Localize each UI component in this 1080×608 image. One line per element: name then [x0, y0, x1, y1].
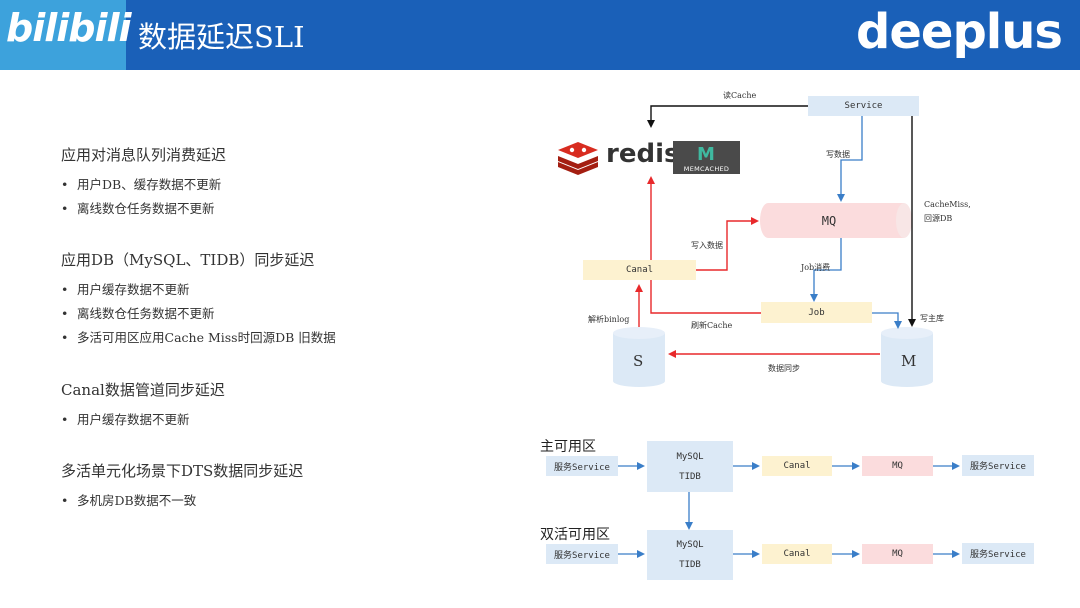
- service-box: Service: [808, 96, 919, 116]
- deeplus-logo: deeplus: [855, 4, 1063, 60]
- job-box: Job: [761, 302, 872, 323]
- redis-logo-text: redis: [606, 139, 680, 169]
- edge-label-write-master: 写主库: [920, 314, 944, 323]
- section-title: 应用对消息队列消费延迟: [61, 146, 227, 164]
- memcached-logo-text: MEMCACHED: [683, 165, 730, 173]
- bilibili-logo-text: bilibili: [6, 6, 132, 50]
- zone-dual-db-box: MySQL TIDB: [647, 530, 733, 580]
- zone-main-service-out: 服务Service: [962, 455, 1034, 476]
- zone-main-canal: Canal: [762, 456, 832, 476]
- arrow-job-consume: [810, 238, 842, 302]
- zone-dual-title: 双活可用区: [540, 527, 610, 543]
- zone-dual-db-mysql: MySQL: [676, 540, 704, 550]
- mq-label: MQ: [821, 213, 837, 228]
- edge-label-job-consume: Job消费: [801, 263, 831, 272]
- zone-dual-mq: MQ: [862, 544, 933, 564]
- zone-dual-db-tidb: TIDB: [679, 560, 701, 570]
- edge-label-data-sync: 数据同步: [768, 364, 800, 373]
- edge-label-refresh-cache: 刷新Cache: [691, 321, 733, 330]
- memcached-logo: M MEMCACHED: [673, 141, 740, 174]
- section-title: 多活单元化场景下DTS数据同步延迟: [61, 462, 304, 480]
- slave-db-cylinder: [613, 327, 665, 387]
- section-title: Canal数据管道同步延迟: [61, 381, 225, 399]
- mq-shape: [760, 203, 912, 238]
- zone-main-service-in: 服务Service: [546, 456, 618, 476]
- bullet-item: •用户缓存数据不更新: [61, 282, 190, 297]
- zone-dual-service-in: 服务Service: [546, 544, 618, 564]
- bullet-item: •离线数仓任务数据不更新: [61, 306, 215, 321]
- canal-box: Canal: [583, 260, 696, 280]
- redis-icon: [558, 142, 598, 175]
- master-db-cylinder: [881, 327, 933, 387]
- zone-main-db-box: MySQL TIDB: [647, 441, 733, 492]
- bilibili-logo: bilibili: [0, 0, 132, 70]
- edge-label-read-cache: 读Cache: [723, 91, 757, 100]
- zone-dual-canal: Canal: [762, 544, 832, 564]
- edge-label-parse-binlog: 解析binlog: [588, 315, 630, 324]
- header-bar: bilibili 数据延迟SLI deeplus: [0, 0, 1080, 70]
- arrow-write-data: [837, 116, 863, 202]
- section-canal-delay: Canal数据管道同步延迟 •用户缓存数据不更新: [61, 379, 225, 432]
- bullet-item: •离线数仓任务数据不更新: [61, 201, 215, 216]
- slave-db-label: S: [633, 352, 644, 370]
- bullet-item: •多机房DB数据不一致: [61, 493, 197, 508]
- edge-label-write-in: 写入数据: [691, 241, 723, 250]
- arrow-refresh-cache: [647, 176, 761, 314]
- page-title: 数据延迟SLI: [138, 20, 305, 54]
- zone-dual-service-out: 服务Service: [962, 543, 1034, 564]
- section-db-sync-delay: 应用DB（MySQL、TIDB）同步延迟 •用户缓存数据不更新 •离线数仓任务数…: [61, 249, 336, 350]
- section-dts-delay: 多活单元化场景下DTS数据同步延迟 •多机房DB数据不一致: [61, 460, 303, 513]
- bullet-item: •用户缓存数据不更新: [61, 412, 190, 427]
- edge-label-cache-miss-2: 回源DB: [924, 214, 953, 223]
- zone-main-mq: MQ: [862, 456, 933, 476]
- master-db-label: M: [901, 352, 917, 370]
- zone-main-db-mysql: MySQL: [676, 451, 704, 462]
- arrow-write-master: [872, 312, 902, 329]
- bullet-item: •用户DB、缓存数据不更新: [61, 177, 222, 192]
- section-mq-consume-delay: 应用对消息队列消费延迟 •用户DB、缓存数据不更新 •离线数仓任务数据不更新: [61, 144, 226, 221]
- zone-main-title: 主可用区: [540, 439, 596, 455]
- memcached-m-icon: M: [697, 144, 715, 165]
- edge-label-write-data: 写数据: [826, 150, 850, 159]
- arrow-read-cache: [647, 105, 808, 128]
- zone-main-db-tidb: TIDB: [679, 471, 701, 482]
- bullet-item: •多活可用区应用Cache Miss时回源DB 旧数据: [61, 330, 336, 345]
- section-title: 应用DB（MySQL、TIDB）同步延迟: [61, 251, 315, 269]
- edge-label-cache-miss: CacheMiss,: [924, 200, 971, 209]
- arrow-canal-to-mq: [696, 217, 759, 271]
